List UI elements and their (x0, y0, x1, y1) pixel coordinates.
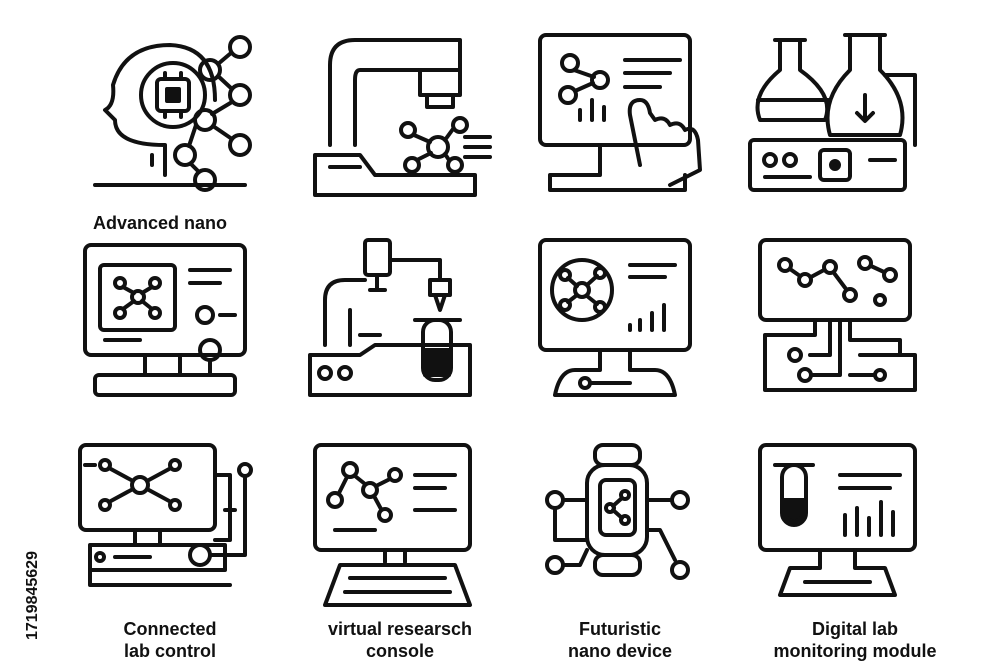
microscope-molecule-icon (300, 25, 510, 215)
label-futuristic-nano-device: Futuristic nano device (567, 619, 673, 661)
molecule-monitor-icon (530, 225, 740, 415)
stock-id-text: 1719845629 (24, 551, 41, 640)
label-connected-lab-control: Connected lab control (123, 619, 217, 661)
label-advanced-nano: Advanced nano (92, 213, 228, 233)
touch-monitor-icon (530, 25, 740, 215)
futuristic-nano-device-icon (525, 430, 735, 620)
digital-lab-monitoring-icon (750, 430, 960, 620)
circuit-dashboard-icon (750, 225, 960, 415)
ai-head-chip-icon (55, 25, 265, 215)
label-virtual-research-console: virtual researsch console (327, 619, 473, 661)
stock-id-vertical: 1719845629 (2, 420, 41, 640)
label-digital-lab-monitoring: Digital lab monitoring module (773, 619, 937, 661)
control-panel-monitor-icon (60, 225, 270, 415)
connected-lab-control-icon (60, 430, 270, 620)
lab-pipette-station-icon (295, 225, 505, 415)
lab-flasks-device-icon (740, 25, 950, 215)
virtual-research-console-icon (295, 430, 505, 620)
